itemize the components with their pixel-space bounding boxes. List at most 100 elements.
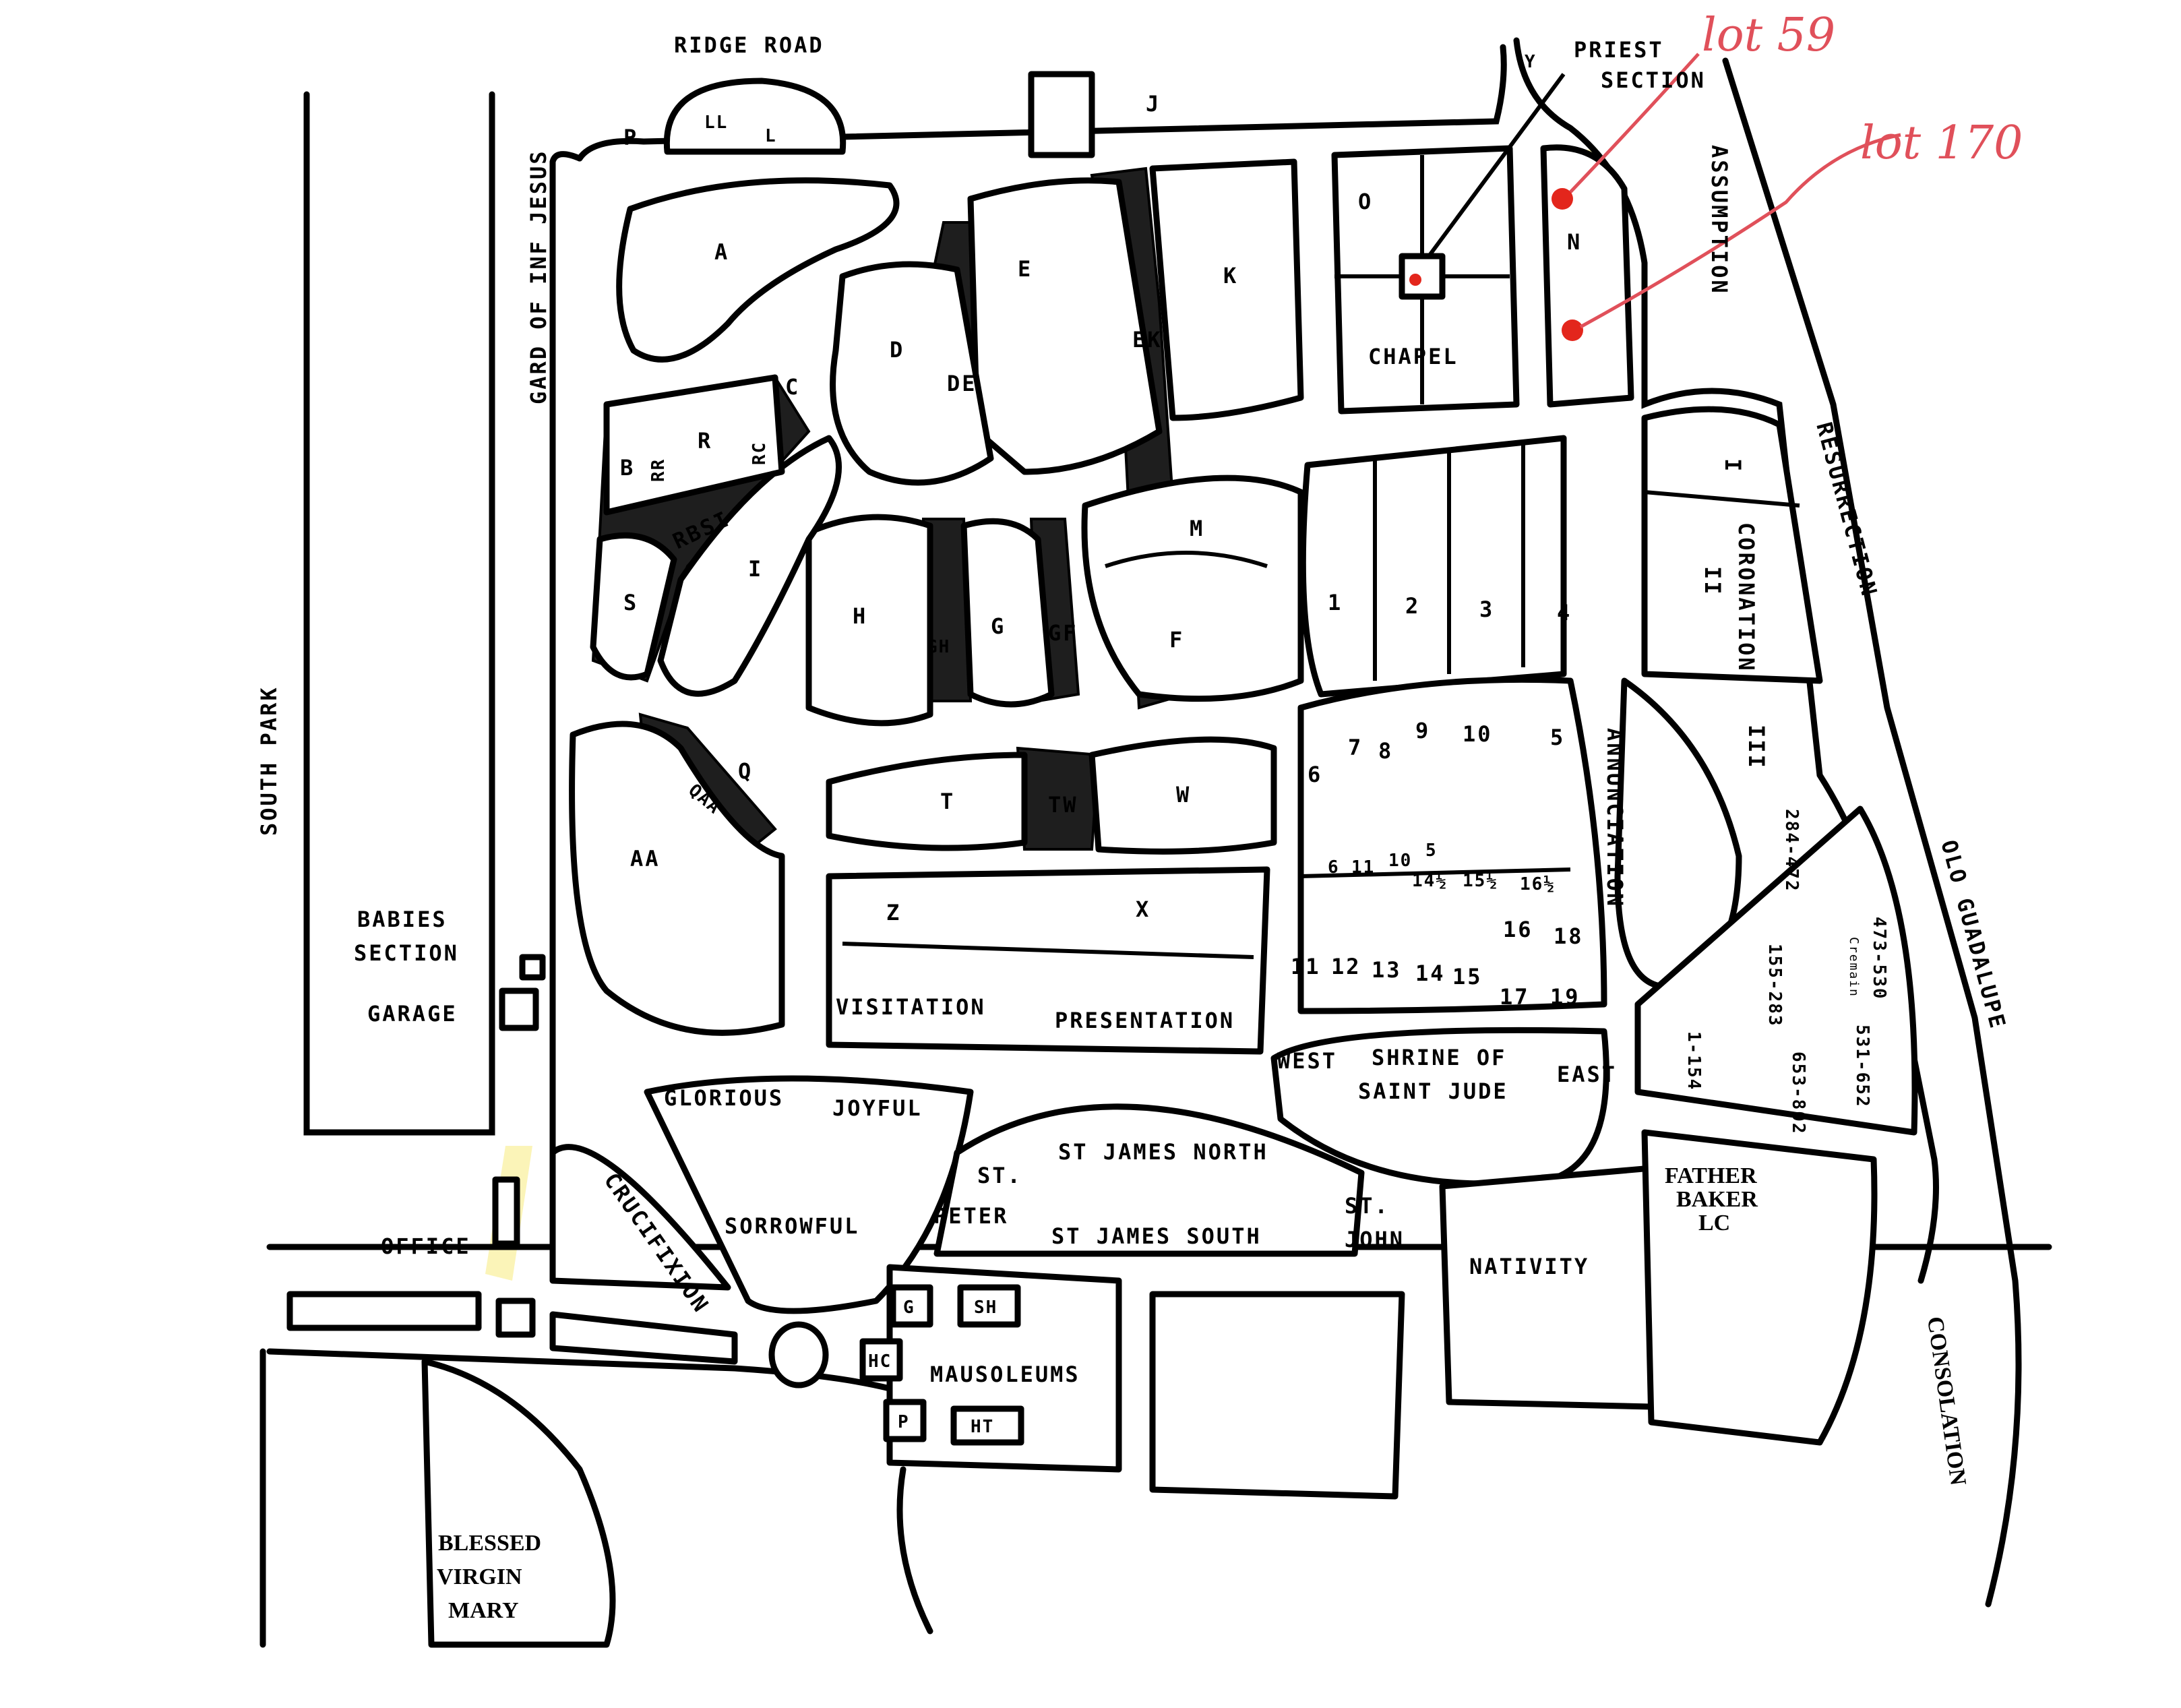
section-crucifixion[interactable] (549, 1144, 731, 1291)
section-s[interactable] (590, 532, 677, 681)
section-letter-cor-ii: II (1700, 566, 1725, 597)
section-letter-w: W (1176, 782, 1191, 807)
label-west: WEST (1277, 1048, 1337, 1074)
lot59-leader (1569, 53, 1700, 193)
range-531-652: 531-652 (1852, 1025, 1872, 1108)
section-letter-s: S (623, 590, 638, 615)
numbered-section-17: 17 (1500, 984, 1530, 1010)
chapel-dot (1409, 274, 1421, 286)
label-mausoleums: MAUSOLEUMS (930, 1362, 1080, 1387)
section-k[interactable] (1149, 158, 1304, 421)
label-consolation: CONSOLATION (1922, 1315, 1971, 1488)
section-letter-m: M (1190, 516, 1204, 541)
label-st-peter-2: PETER (933, 1203, 1008, 1229)
section-t[interactable] (826, 752, 1028, 851)
section-d[interactable] (830, 261, 994, 486)
numbered-section-6b: 6 (1328, 857, 1340, 878)
section-letter-gf: GF (1048, 620, 1078, 646)
label-visitation: VISITATION (836, 994, 986, 1020)
section-g[interactable] (960, 518, 1055, 708)
label-priest-1: PRIEST (1574, 37, 1664, 63)
section-letter-q: Q (738, 758, 753, 784)
numbered-section-11b: 11 (1351, 857, 1375, 878)
label-st-peter-1: ST. (977, 1163, 1022, 1188)
label-gard-of-inf-jesus: GARD OF INF JESUS (526, 149, 551, 404)
section-letter-de: DE (947, 371, 977, 396)
section-h[interactable] (805, 514, 933, 727)
numbered-section-6: 6 (1308, 762, 1322, 787)
section-st-james[interactable] (933, 1103, 1365, 1257)
numbered-section-9: 9 (1415, 718, 1430, 743)
label-nativity: NATIVITY (1469, 1254, 1589, 1279)
label-priest-2: SECTION (1601, 67, 1706, 93)
label-office: OFFICE (381, 1233, 471, 1259)
label-st-john-1: ST. (1345, 1193, 1390, 1219)
numbered-section-16: 16 (1503, 917, 1533, 942)
section-letter-cor-iii: III (1744, 725, 1769, 770)
half-row-divider (1300, 867, 1571, 878)
section-letter-ll: LL (704, 113, 728, 133)
range-cremain: Cremain (1847, 937, 1861, 998)
lot170-marker[interactable] (1562, 319, 1583, 341)
section-letter-g: G (991, 613, 1006, 639)
label-presentation: PRESENTATION (1055, 1008, 1235, 1033)
label-glorious: GLORIOUS (664, 1085, 784, 1111)
mausoleum-p-box[interactable] (883, 1399, 927, 1442)
section-a[interactable] (616, 177, 900, 363)
section-letter-o: O (1358, 189, 1373, 214)
section-letter-h: H (853, 603, 867, 629)
mausoleum-hc-box[interactable] (859, 1338, 903, 1382)
coronation-dividers (1644, 490, 1820, 683)
section-numbered-ranges[interactable] (1634, 805, 1918, 1136)
office-marker (492, 1176, 520, 1247)
section-1-4[interactable] (1299, 435, 1567, 698)
section-coronation[interactable] (1641, 406, 1823, 684)
numbered-section-12: 12 (1331, 954, 1361, 979)
right-road-outer (1722, 57, 2022, 1608)
numbered-section-3: 3 (1479, 597, 1494, 622)
label-st-james-south: ST JAMES SOUTH (1051, 1223, 1262, 1249)
label-father-baker-3: LC (1698, 1211, 1730, 1236)
section-letter-b: B (620, 455, 635, 481)
label-ridge-road: RIDGE ROAD (674, 32, 824, 58)
mausoleum-g-box[interactable] (890, 1284, 933, 1328)
z-x-divider (842, 942, 1254, 959)
section-letter-n: N (1567, 229, 1582, 255)
label-chapel: CHAPEL (1368, 344, 1458, 369)
range-653-802: 653-802 (1788, 1051, 1808, 1135)
range-1-154: 1-154 (1684, 1031, 1704, 1091)
section-f[interactable] (1081, 475, 1304, 702)
section-letter-x: X (1136, 896, 1150, 922)
section-e[interactable] (967, 177, 1163, 475)
section-saint-jude[interactable] (1270, 1027, 1609, 1187)
section-mausoleums[interactable] (886, 1264, 1122, 1473)
label-babies-2: SECTION (354, 940, 459, 966)
section-letter-aa: AA (630, 846, 661, 872)
lot59-marker[interactable] (1552, 188, 1573, 210)
numbered-section-19: 19 (1550, 984, 1580, 1010)
section-father-baker[interactable] (1641, 1129, 1878, 1446)
section-letter-l: L (765, 126, 777, 146)
section-aa[interactable] (569, 721, 785, 1036)
section-5-19[interactable] (1297, 676, 1607, 1014)
section-letter-r: R (698, 428, 712, 454)
right-road-inner (1513, 37, 1939, 1284)
numbered-section-13: 13 (1372, 957, 1402, 983)
garden-left-road (303, 91, 495, 1136)
chapel-building[interactable] (1399, 253, 1446, 300)
section-road-box-2 (495, 1298, 536, 1338)
section-visitation-presentation[interactable] (826, 866, 1270, 1055)
section-blank-center[interactable] (1149, 1291, 1405, 1500)
mausoleum-ht-box[interactable] (950, 1405, 1024, 1446)
section-road-box-3 (549, 1311, 738, 1365)
section-blessed-virgin-mary[interactable] (421, 1358, 616, 1648)
label-father-baker-1: FATHER (1665, 1163, 1757, 1188)
section-w[interactable] (1088, 736, 1277, 855)
range-284-472: 284-472 (1781, 809, 1802, 892)
section-lot-box (1028, 71, 1095, 158)
mausoleum-sh-box[interactable] (957, 1284, 1021, 1328)
section-letter-a: A (714, 239, 729, 265)
section-brr-r[interactable] (603, 374, 785, 516)
annotation-lot170: lot 170 (1860, 117, 2023, 170)
section-n[interactable] (1540, 144, 1634, 408)
